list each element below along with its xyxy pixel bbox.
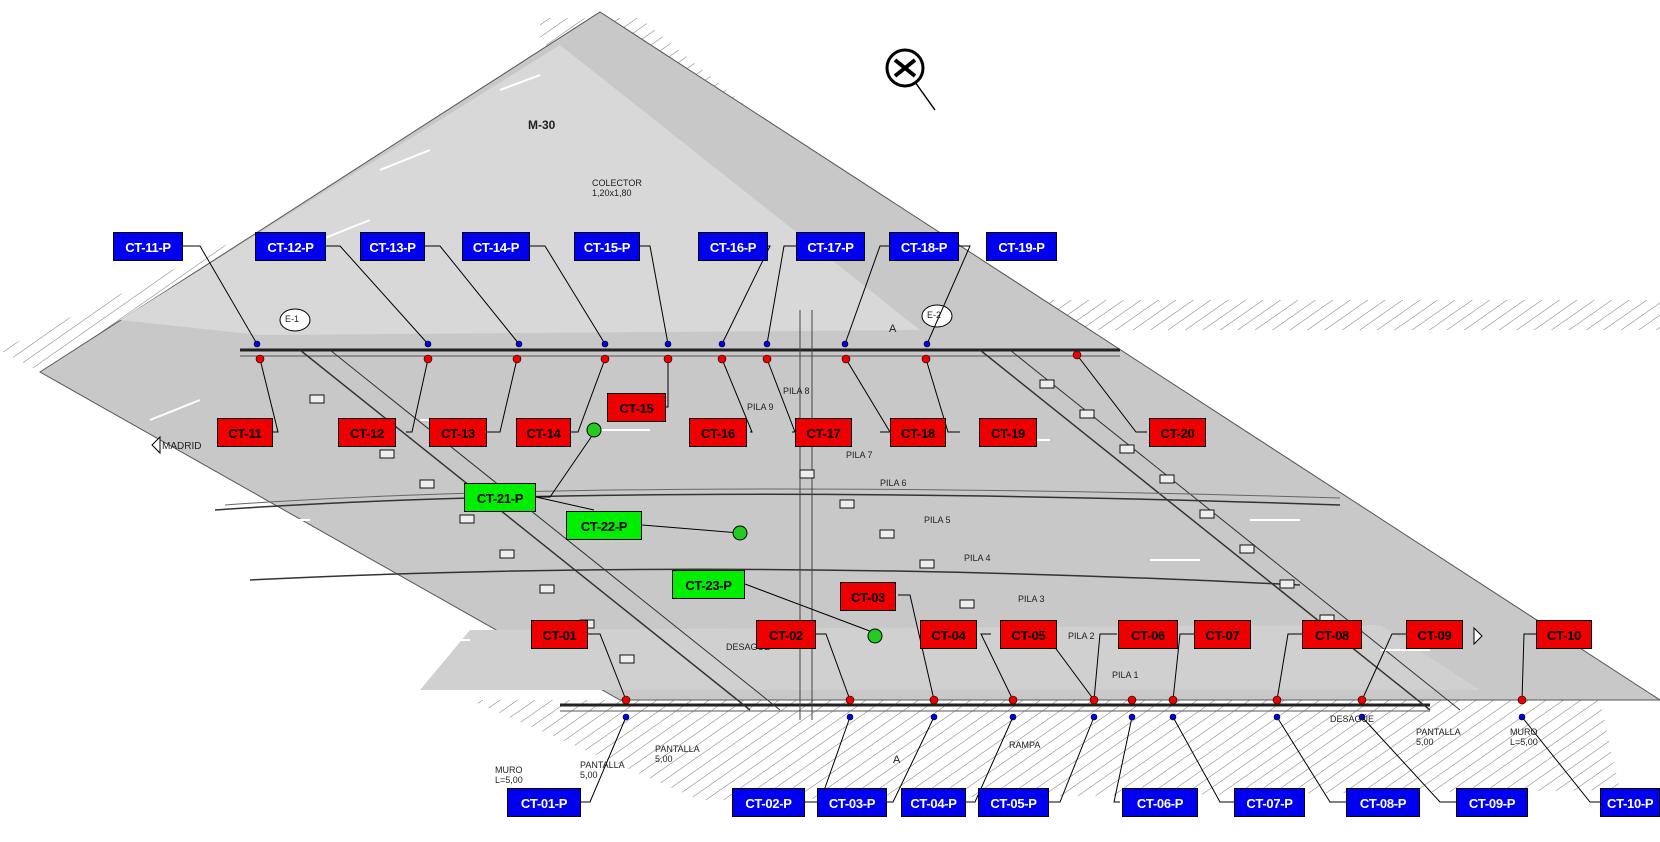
madrid-label: MADRID xyxy=(162,441,202,452)
point-tag-red: CT-10 xyxy=(1536,620,1592,649)
pila-label: PILA 7 xyxy=(846,450,873,460)
rampa-label: RAMPA xyxy=(1009,740,1041,750)
point-tag-blue: CT-18-P xyxy=(889,232,959,261)
point-tag-blue: CT-06-P xyxy=(1122,788,1198,817)
pila-label: PILA 3 xyxy=(1018,594,1045,604)
point-tag-blue: CT-05-P xyxy=(978,788,1049,817)
direction-arrow-icon xyxy=(1473,626,1483,646)
point-tag-red: CT-03 xyxy=(840,582,896,611)
pila-label: PILA 6 xyxy=(880,478,907,488)
point-tag-red: CT-16 xyxy=(689,418,747,447)
point-tag-red: CT-14 xyxy=(516,418,571,447)
desague-left-label: DESAGÜE xyxy=(726,642,771,652)
point-tag-blue: CT-14-P xyxy=(462,232,530,261)
point-tag-red: CT-07 xyxy=(1194,620,1251,649)
pila-label: PILA 1 xyxy=(1112,670,1139,680)
point-tag-green: CT-23-P xyxy=(672,570,745,599)
point-tag-blue: CT-12-P xyxy=(255,232,326,261)
pila-label: PILA 9 xyxy=(747,402,774,412)
point-tag-red: CT-05 xyxy=(1000,620,1057,649)
culvert-label: COLECTOR 1,20x1,80 xyxy=(592,178,642,198)
point-tag-red: CT-02 xyxy=(756,620,816,649)
north-arrow-icon xyxy=(885,48,936,111)
point-tag-blue: CT-10-P xyxy=(1600,788,1660,817)
road-m30-label: M-30 xyxy=(528,118,556,132)
point-tag-blue: CT-13-P xyxy=(360,232,425,261)
point-tag-red: CT-19 xyxy=(979,418,1037,447)
e2-marker xyxy=(921,304,953,328)
muro-label: MURO L=5,00 xyxy=(1510,727,1538,747)
pila-label: PILA 8 xyxy=(783,386,810,396)
point-tag-red: CT-15 xyxy=(607,393,666,422)
point-tag-red: CT-11 xyxy=(217,418,273,447)
point-tag-red: CT-08 xyxy=(1302,620,1362,649)
e1-marker xyxy=(279,308,311,332)
point-tag-blue: CT-16-P xyxy=(698,232,768,261)
e2-label: E-2 xyxy=(927,310,942,320)
pantalla-label: PANTALLA 5,00 xyxy=(655,744,700,764)
point-tag-green: CT-22-P xyxy=(566,511,642,540)
point-tag-blue: CT-04-P xyxy=(901,788,966,817)
point-tag-red: CT-18 xyxy=(890,418,946,447)
point-tag-red: CT-12 xyxy=(338,418,396,447)
point-tag-red: CT-04 xyxy=(920,620,977,649)
point-tag-blue: CT-07-P xyxy=(1234,788,1305,817)
madrid-arrow-icon xyxy=(151,435,161,455)
point-tag-red: CT-09 xyxy=(1406,620,1463,649)
point-tag-red: CT-06 xyxy=(1118,620,1178,649)
point-tag-blue: CT-09-P xyxy=(1456,788,1528,817)
desague-right-label: DESAGÜE xyxy=(1330,714,1375,724)
point-tag-blue: CT-11-P xyxy=(113,232,183,261)
point-tag-red: CT-13 xyxy=(429,418,487,447)
upper-road-band xyxy=(120,45,920,335)
point-tag-red: CT-17 xyxy=(795,418,852,447)
mirror-a-top-label: A xyxy=(889,323,897,335)
point-tag-blue: CT-19-P xyxy=(986,232,1057,261)
point-tag-blue: CT-02-P xyxy=(732,788,805,817)
point-tag-blue: CT-01-P xyxy=(507,788,581,817)
green-point xyxy=(586,422,602,438)
point-tag-blue: CT-15-P xyxy=(574,232,640,261)
point-tag-red: CT-01 xyxy=(531,620,588,649)
pila-label: PILA 4 xyxy=(964,553,991,563)
green-point xyxy=(732,525,748,541)
hatched-slope-bottom xyxy=(470,700,1620,800)
point-tag-blue: CT-17-P xyxy=(796,232,865,261)
point-tag-blue: CT-03-P xyxy=(817,788,887,817)
pantalla-label: PANTALLA 5,00 xyxy=(580,760,625,780)
point-tag-green: CT-21-P xyxy=(464,483,536,512)
pila-label: PILA 5 xyxy=(924,515,951,525)
e1-label: E-1 xyxy=(285,314,300,324)
mirror-a-bottom-label: A xyxy=(893,754,901,766)
green-point xyxy=(867,628,883,644)
point-tag-red: CT-20 xyxy=(1149,418,1206,447)
muro-label: MURO L=5,00 xyxy=(495,765,523,785)
pila-label: PILA 2 xyxy=(1068,631,1095,641)
point-tag-blue: CT-08-P xyxy=(1346,788,1420,817)
pantalla-label: PANTALLA 5,00 xyxy=(1416,727,1461,747)
